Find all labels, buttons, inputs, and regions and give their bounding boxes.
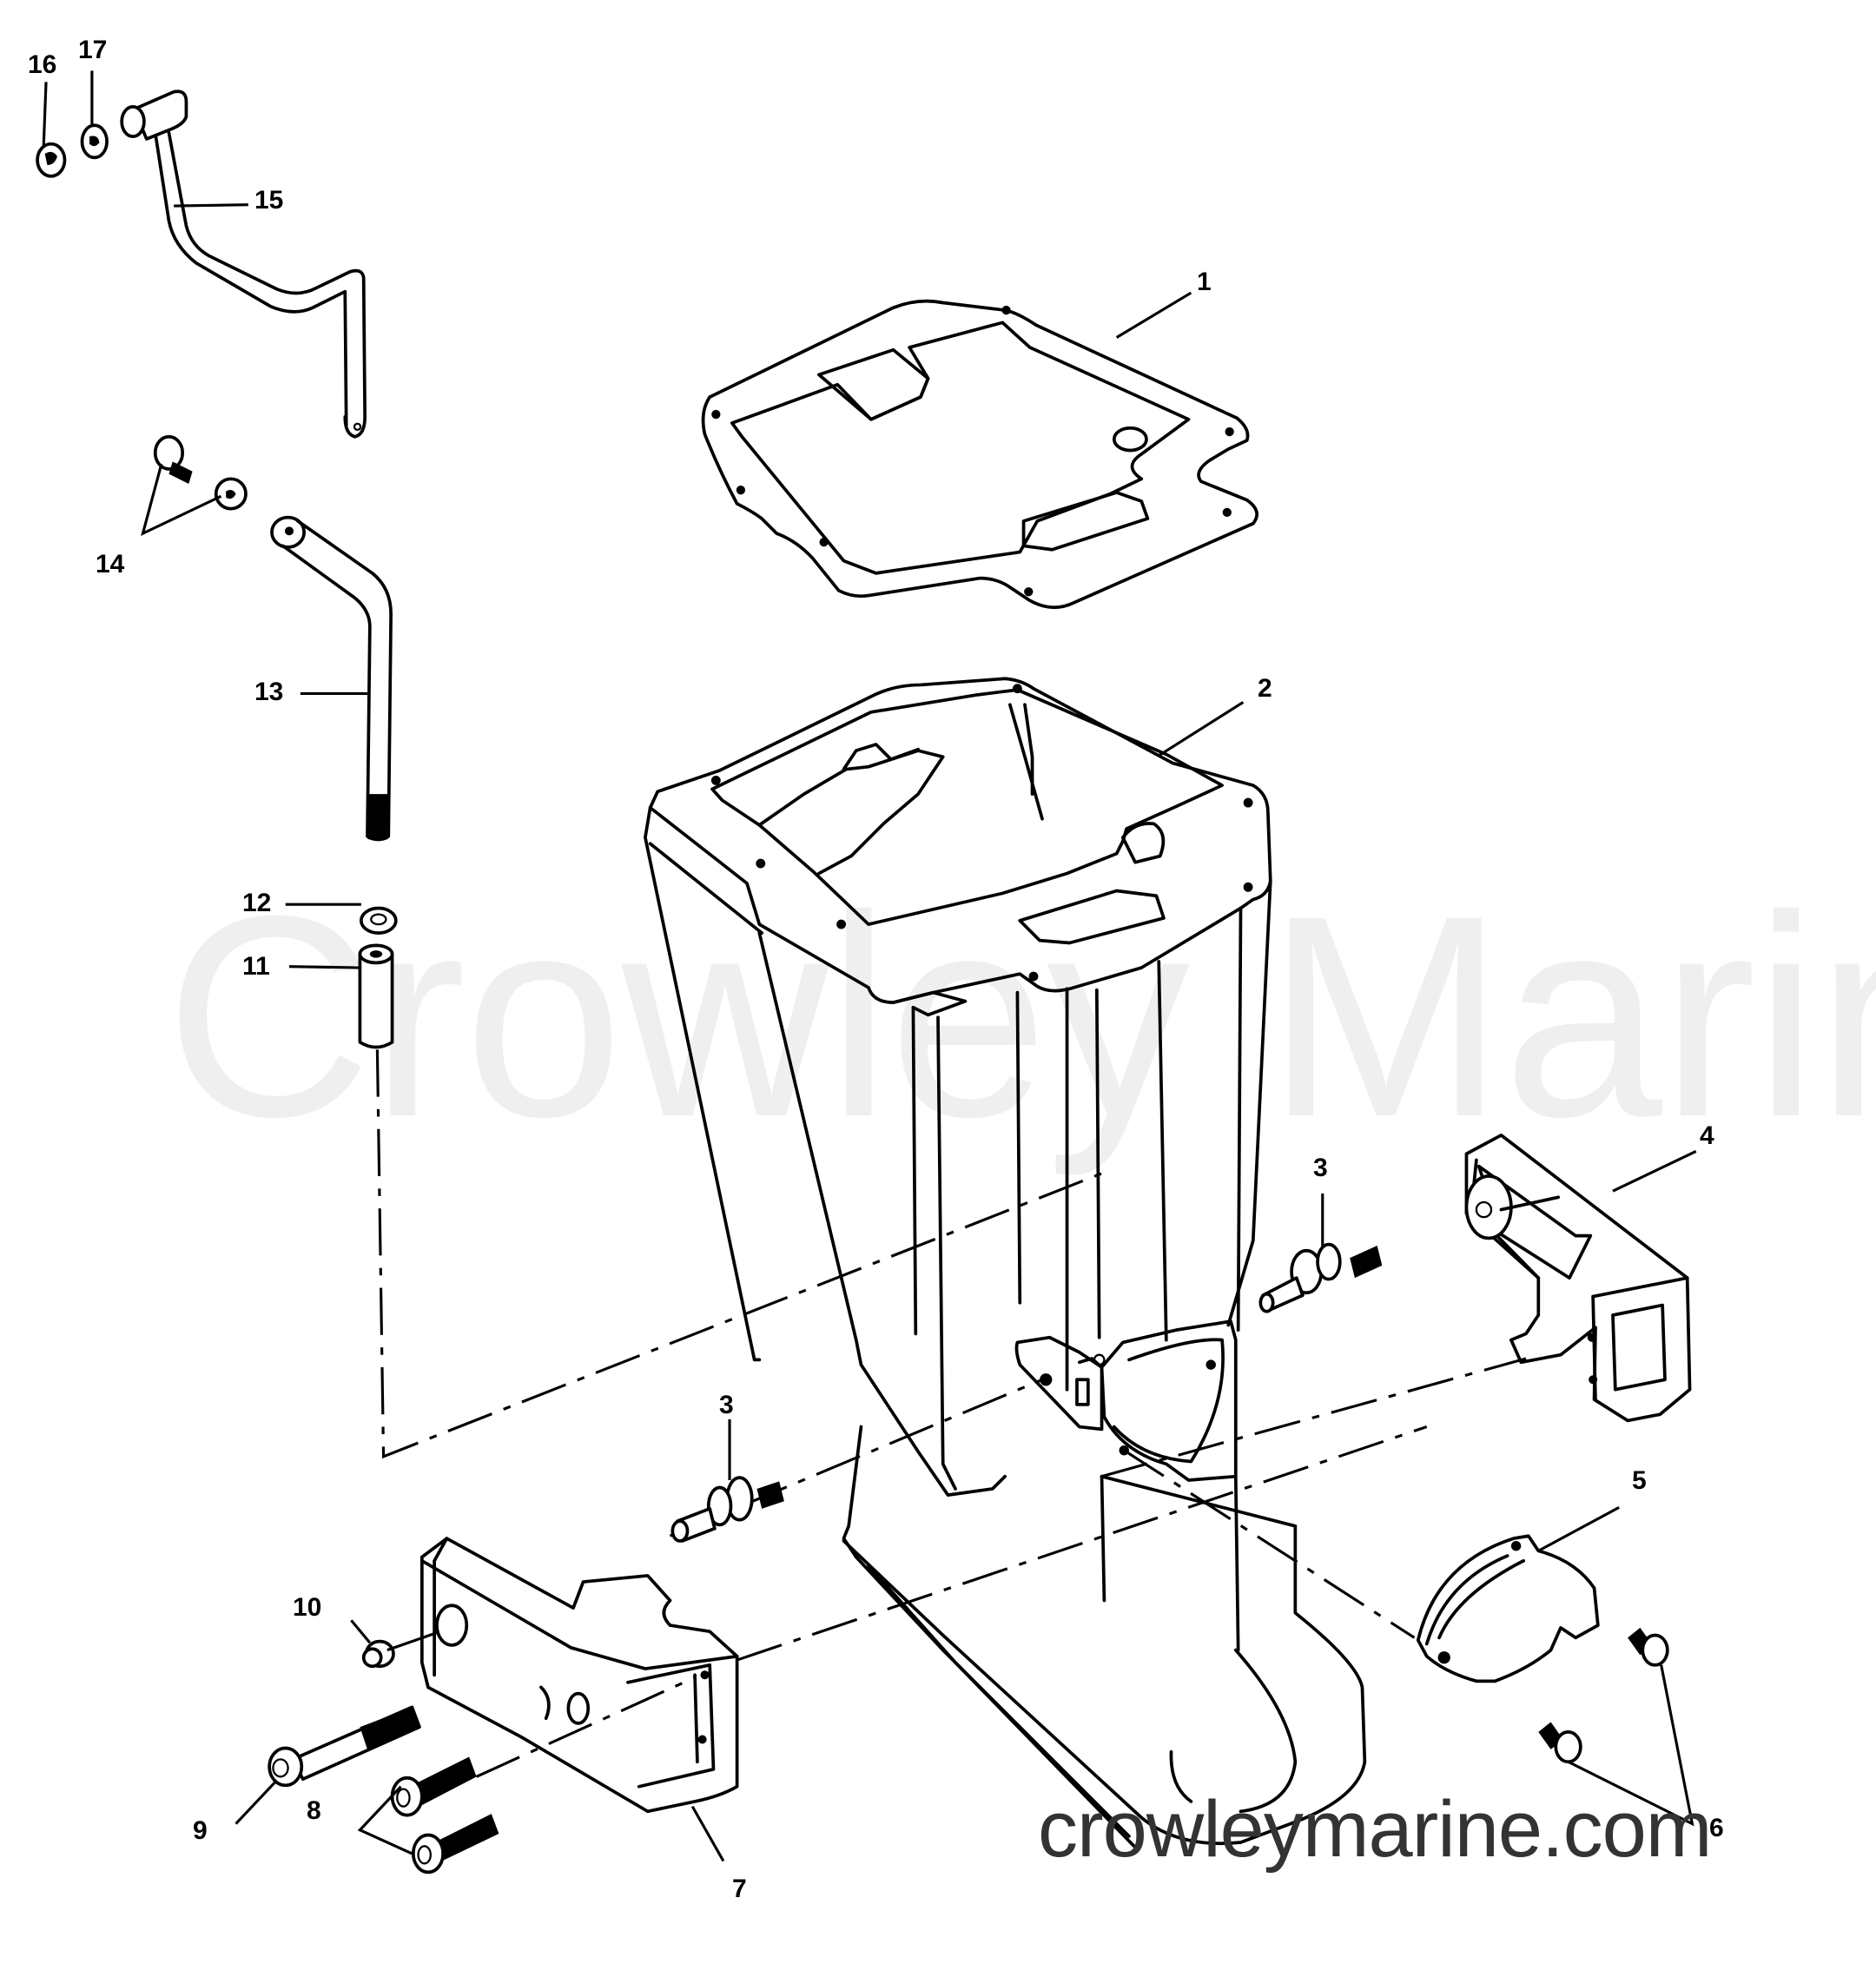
callout-4: 4 (1700, 1121, 1714, 1150)
callout-11: 11 (242, 952, 270, 981)
part-11-spacer[interactable] (358, 943, 394, 1049)
part-14-screw-and-washer[interactable] (153, 434, 248, 511)
callout-8: 8 (307, 1796, 321, 1825)
part-8-screws[interactable] (390, 1676, 696, 1875)
callout-12: 12 (242, 889, 272, 917)
part-15-upper-shift-rod[interactable] (120, 89, 367, 439)
part-2-drive-shaft-housing[interactable] (644, 677, 1367, 1851)
watermark-url: crowleymarine.com (1038, 1785, 1712, 1874)
part-9-long-screw[interactable] (268, 1705, 421, 1788)
callout-17: 17 (78, 36, 108, 64)
part-16-retainer-clip[interactable] (36, 142, 67, 178)
part-12-nut[interactable] (359, 906, 398, 935)
alignment-line-7 (737, 1425, 1428, 1662)
alignment-line-11 (375, 1049, 1105, 1459)
callout-6: 6 (1709, 1814, 1724, 1842)
part-3-mount-stud-right[interactable] (1258, 1242, 1383, 1313)
callout-16: 16 (28, 50, 57, 79)
callout-3-right: 3 (1313, 1154, 1328, 1182)
leader-lines (42, 70, 1697, 1862)
alignment-line-4 (1101, 1357, 1527, 1478)
part-3-mount-stud-left[interactable] (670, 1476, 784, 1543)
part-5-cover-plate[interactable] (1416, 1534, 1600, 1683)
callout-15: 15 (254, 186, 284, 215)
callout-1: 1 (1197, 268, 1212, 296)
alignment-line-5 (1123, 1449, 1416, 1639)
alignment-line-3-left (669, 1378, 1043, 1537)
part-6-screws[interactable] (1538, 1627, 1669, 1764)
callout-2: 2 (1258, 674, 1272, 703)
part-10-cap[interactable] (361, 1631, 438, 1669)
part-17-washer[interactable] (80, 123, 109, 160)
part-7-mount-bracket-left[interactable] (419, 1537, 739, 1814)
part-1-gasket[interactable] (701, 299, 1258, 610)
callout-7: 7 (732, 1875, 747, 1903)
callout-9: 9 (193, 1816, 208, 1845)
callout-10: 10 (293, 1593, 322, 1622)
callout-5: 5 (1632, 1466, 1647, 1495)
callout-3-left: 3 (719, 1391, 734, 1419)
part-13-lower-shift-rod[interactable] (270, 515, 393, 842)
callout-14: 14 (96, 550, 125, 579)
part-4-mount-bracket[interactable] (1464, 1134, 1692, 1423)
callout-13: 13 (254, 678, 284, 706)
